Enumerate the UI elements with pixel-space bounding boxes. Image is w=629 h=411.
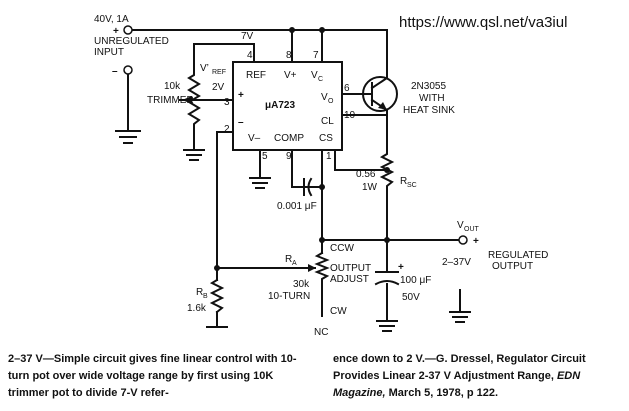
rb-name-sub: B xyxy=(203,293,208,300)
input-minus-sign: – xyxy=(112,66,118,77)
pin-number-1: 1 xyxy=(326,151,332,162)
input-plus-terminal xyxy=(123,25,133,35)
ua723-ic-body xyxy=(232,61,343,151)
caption-right-text: ence down to 2 V.—G. Dressel, Regulator … xyxy=(333,353,586,382)
rb-resistor-icon xyxy=(209,278,225,314)
rb-value: 1.6k xyxy=(187,303,207,314)
output-capacitor-icon xyxy=(374,271,400,286)
rsc-resistor-icon xyxy=(379,149,395,191)
transistor-icon xyxy=(357,67,398,116)
input-minus-terminal xyxy=(123,65,133,75)
pin-number-7: 7 xyxy=(313,50,319,61)
out-cap-value: 100 μF xyxy=(400,275,431,286)
ground-icon xyxy=(376,320,398,332)
vref-value: 2V xyxy=(212,82,225,93)
ra-label-line1: OUTPUT xyxy=(330,263,371,274)
ic-pin-cl: CL xyxy=(321,116,334,127)
ic-pin-vc: V xyxy=(311,70,318,81)
input-voltage-label: 40V, 1A xyxy=(94,14,129,25)
ra-cw: CW xyxy=(330,306,347,317)
pin-number-5: 5 xyxy=(262,151,268,162)
pin-number-8: 8 xyxy=(286,50,292,61)
pin-number-3: 3 xyxy=(224,97,230,108)
vref-label: V’ xyxy=(200,63,209,74)
pin-number-2: 2 xyxy=(224,124,230,135)
ra-name: R xyxy=(285,254,292,265)
ra-name-sub: A xyxy=(292,260,297,267)
ic-pin-vo: V xyxy=(321,92,328,103)
transistor-label-line2: WITH xyxy=(419,93,445,104)
output-range: 2–37V xyxy=(442,257,471,268)
output-terminal xyxy=(458,235,468,245)
ic-pin-vplus: V+ xyxy=(284,70,297,81)
junction-dots xyxy=(214,27,390,271)
output-label-line1: REGULATED xyxy=(488,250,548,261)
trimmer-name: TRIMMER xyxy=(147,95,194,106)
ic-pin-comp: COMP xyxy=(274,133,304,144)
input-label-line1: UNREGULATED xyxy=(94,36,169,47)
caption-right-date: March 5, 1978, p 122. xyxy=(385,387,499,399)
transistor-label-line3: HEAT SINK xyxy=(403,105,455,116)
transistor-part: 2N3055 xyxy=(411,81,446,92)
rsc-name: R xyxy=(400,176,407,187)
ic-minus-input: – xyxy=(238,117,244,128)
ra-potentiometer-icon xyxy=(308,251,330,284)
input-label-line2: INPUT xyxy=(94,47,124,58)
comp-cap-value: 0.001 μF xyxy=(277,201,317,212)
caption-right: ence down to 2 V.—G. Dressel, Regulator … xyxy=(333,351,625,402)
ground-icon xyxy=(183,149,205,161)
pin-number-4: 4 xyxy=(247,50,253,61)
ground-icon xyxy=(449,289,471,323)
rsc-name-sub: SC xyxy=(407,182,417,189)
caption-left: 2–37 V—Simple circuit gives fine linear … xyxy=(8,353,297,399)
ground-icon xyxy=(115,130,141,144)
rsc-value: 0.56 xyxy=(356,169,376,180)
trimmer-resistor-icon xyxy=(179,70,201,131)
vout-sub: OUT xyxy=(464,226,480,233)
ra-turns: 10-TURN xyxy=(268,291,310,302)
out-cap-plus: + xyxy=(398,262,404,273)
ic-pin-ref: REF xyxy=(246,70,266,81)
comp-capacitor-icon xyxy=(303,177,313,197)
rsc-power: 1W xyxy=(362,182,378,193)
pin-number-10: 10 xyxy=(344,110,356,121)
pin-number-6: 6 xyxy=(344,83,350,94)
ic-pin-cs: CS xyxy=(319,133,333,144)
output-plus-sign: + xyxy=(473,236,479,247)
ic-name: μA723 xyxy=(265,100,295,111)
caption-magazine: EDN Magazine, xyxy=(333,370,581,399)
vout-label: V xyxy=(457,220,464,231)
ic-pin-vc-sub: C xyxy=(318,76,323,83)
ic-plus-input: + xyxy=(238,90,244,101)
ic-pin-vminus: V– xyxy=(248,133,261,144)
input-plus-sign: + xyxy=(113,26,119,37)
ic-pin-vo-sub: O xyxy=(328,98,334,105)
trimmer-value: 10k xyxy=(164,81,181,92)
ground-icon xyxy=(249,177,271,189)
out-cap-voltage: 50V xyxy=(402,292,420,303)
ref-voltage-label: 7V xyxy=(241,31,254,42)
pin-number-9: 9 xyxy=(286,151,292,162)
ra-ccw: CCW xyxy=(330,243,354,254)
vref-sub: REF xyxy=(212,69,226,76)
ra-nc: NC xyxy=(314,327,328,338)
source-url: https://www.qsl.net/va3iul xyxy=(399,14,567,31)
rb-name: R xyxy=(196,287,203,298)
ra-value: 30k xyxy=(293,279,310,290)
output-label-line2: OUTPUT xyxy=(492,261,533,272)
ra-label-line2: ADJUST xyxy=(330,274,369,285)
